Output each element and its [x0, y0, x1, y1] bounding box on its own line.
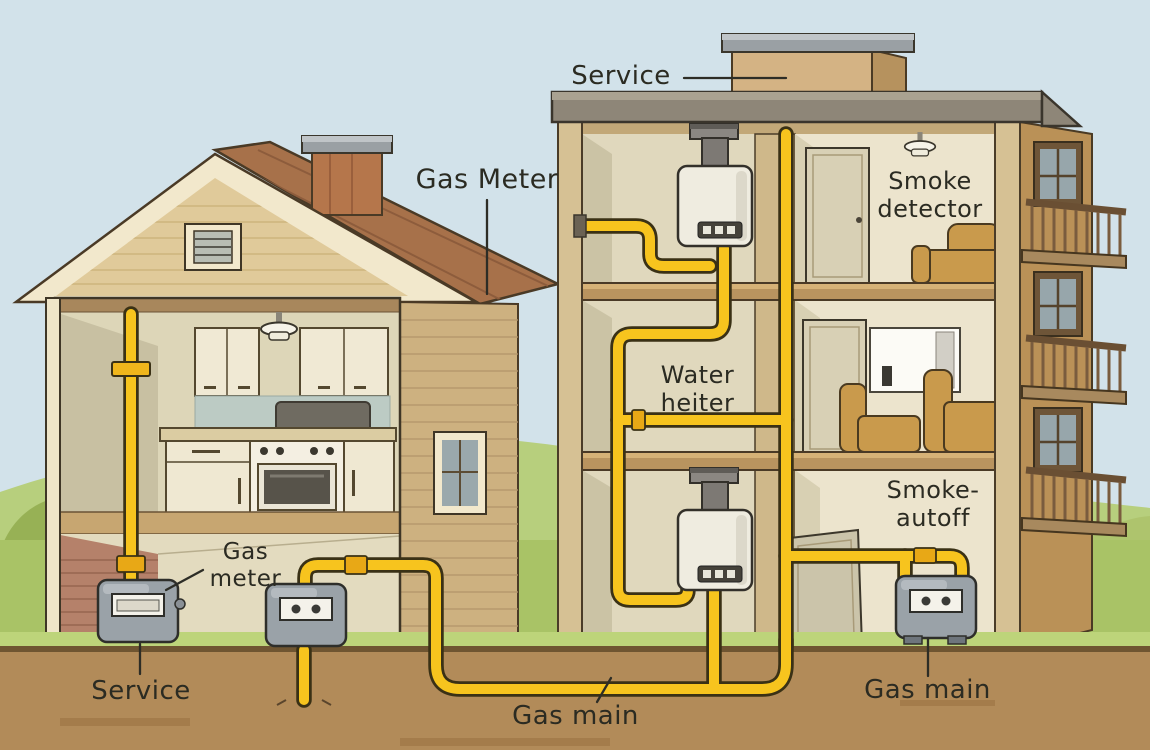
roof-slab	[550, 89, 1084, 128]
label-line: heiter	[660, 388, 735, 417]
right-column	[994, 119, 1021, 649]
label-line: detector	[877, 194, 983, 223]
label-gas-main-right: Gas main	[864, 675, 991, 705]
label-line: Smoke	[888, 167, 972, 195]
side-window	[1032, 406, 1084, 474]
label-line: Water	[660, 361, 735, 389]
label-service-bottom: Service	[91, 676, 191, 706]
ceiling-beam	[54, 297, 401, 313]
leader-gas-meter-house	[164, 568, 205, 592]
meter-feet	[903, 635, 967, 645]
side-window	[433, 431, 487, 515]
label-gas-meter-top: Gas Meter	[415, 164, 559, 195]
kitchen-left-wall	[55, 312, 158, 512]
label-smoke-autoff: Smoke- autoff	[858, 476, 1008, 533]
label-gas-main-center: Gas main	[512, 701, 639, 731]
meter-valve	[174, 598, 186, 610]
side-window	[1032, 140, 1084, 208]
left-column	[557, 119, 583, 649]
rooftop-bulkhead	[721, 33, 915, 95]
ground-dirt	[0, 648, 1150, 750]
armchair	[923, 369, 1003, 453]
label-line: meter	[209, 565, 282, 592]
label-line: Gas	[222, 539, 269, 565]
leader-gas-main-center	[595, 676, 613, 704]
riser-flange	[111, 361, 151, 377]
leader-lines	[138, 76, 930, 704]
label-line: autoff	[896, 503, 970, 532]
gas-pipes	[131, 134, 962, 705]
base-cabinet-left	[165, 440, 251, 517]
house-side-wall	[399, 300, 519, 650]
label-water-heater: Water heiter	[645, 361, 750, 418]
stove	[249, 440, 345, 517]
attic-vent	[184, 223, 242, 271]
gas-meter-apartment	[894, 574, 978, 640]
label-line: Smoke-	[886, 476, 980, 504]
label-gas-meter-house: Gas meter	[198, 539, 293, 592]
side-window	[1032, 270, 1084, 338]
corner-trim	[45, 297, 61, 651]
label-service-top: Service	[571, 61, 671, 91]
door-open	[789, 528, 864, 650]
base-cabinet-right	[343, 440, 395, 517]
ground-marks	[276, 699, 332, 706]
kitchen-floor-slab	[54, 511, 401, 535]
wall-stub	[573, 214, 587, 238]
chimney	[301, 135, 393, 216]
label-smoke-detector: Smoke detector	[855, 167, 1005, 224]
pipe-couplings	[111, 214, 937, 575]
upper-cabinets	[194, 327, 389, 397]
gas-meter-outside	[264, 582, 348, 648]
countertop	[159, 427, 397, 442]
